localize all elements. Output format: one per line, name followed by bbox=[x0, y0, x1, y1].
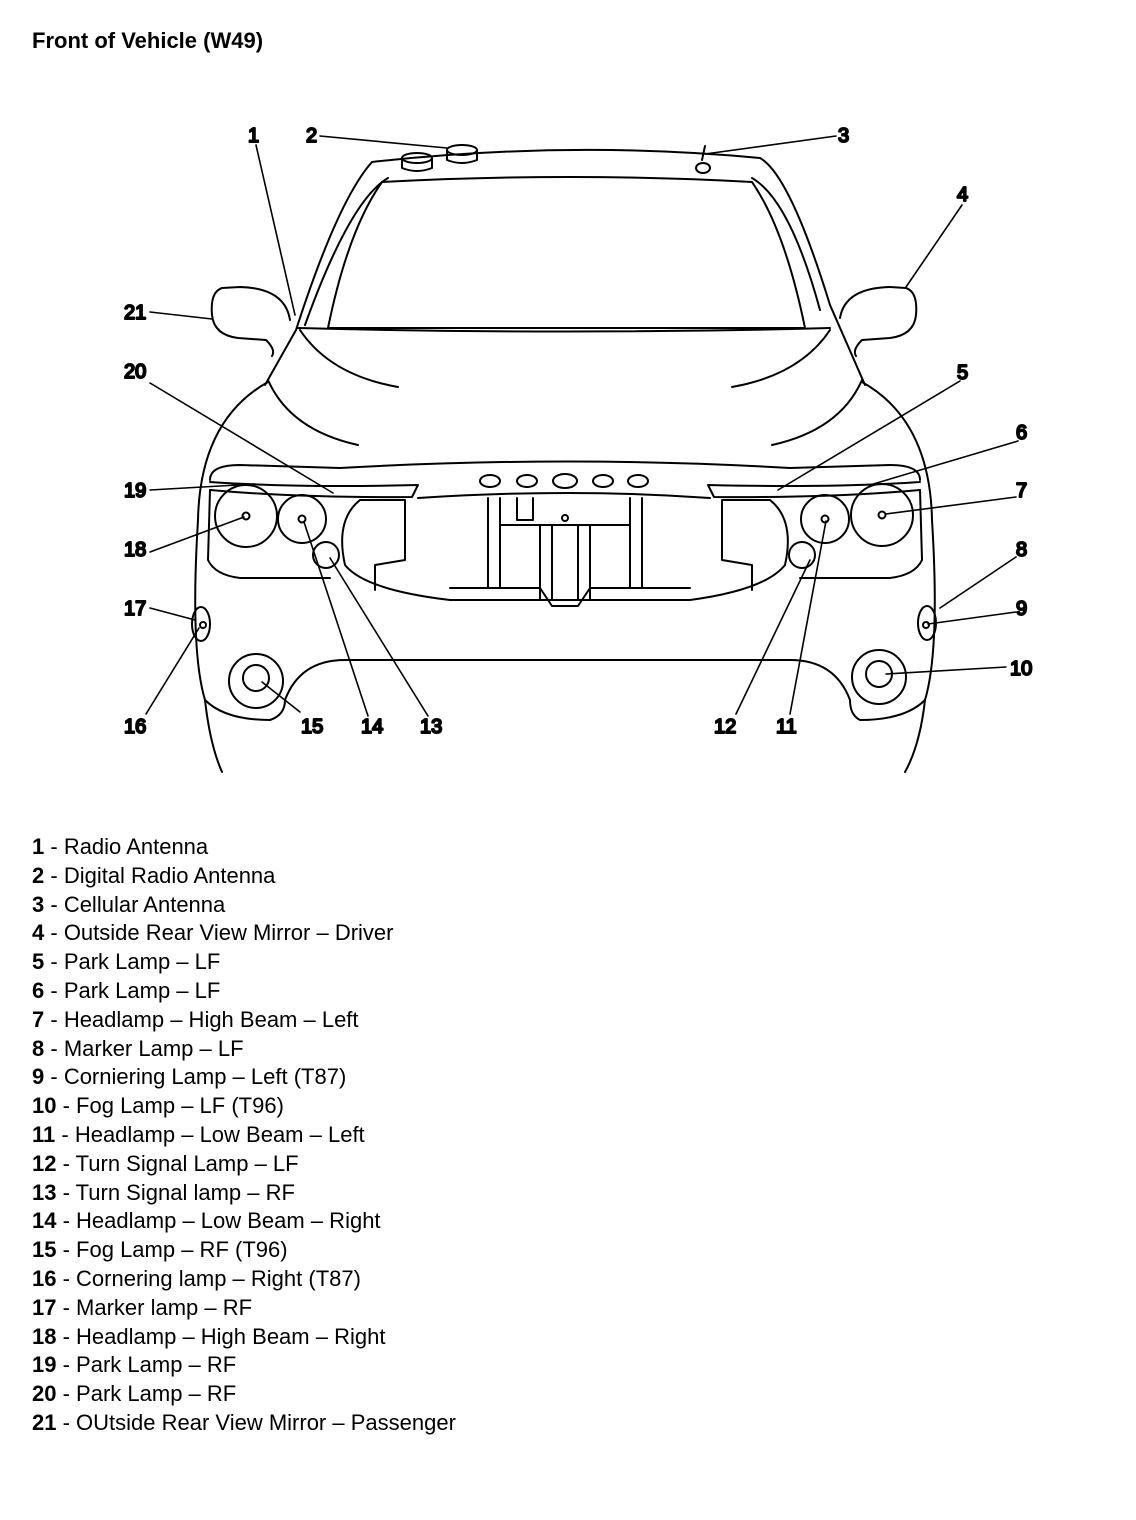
legend-item: 18 - Headlamp – High Beam – Right bbox=[32, 1323, 386, 1349]
headlamp-low-beam-left bbox=[800, 494, 850, 544]
callout-1: 1 bbox=[248, 125, 259, 147]
component-legend: 1 - Radio Antenna 2 - Digital Radio Ante… bbox=[32, 833, 456, 1438]
leader-lines bbox=[145, 135, 1019, 717]
callout-labels: 1 2 3 4 5 6 7 8 9 10 11 12 13 14 15 16 1… bbox=[123, 124, 1033, 739]
callout-5: 5 bbox=[957, 362, 968, 384]
legend-item: 15 - Fog Lamp – RF (T96) bbox=[32, 1237, 288, 1263]
legend-item: 17 - Marker lamp – RF bbox=[32, 1294, 253, 1320]
hood-right-lower bbox=[771, 379, 863, 446]
callout-17: 17 bbox=[124, 598, 146, 620]
callout-2: 2 bbox=[306, 125, 317, 147]
callout-6: 6 bbox=[1016, 422, 1027, 444]
lower-bumper bbox=[284, 659, 851, 701]
digital-radio-antenna bbox=[401, 144, 478, 172]
callout-4: 4 bbox=[957, 184, 968, 206]
legend-item: 3 - Cellular Antenna bbox=[32, 891, 226, 917]
upper-bumper bbox=[209, 460, 921, 481]
passenger-mirror bbox=[210, 286, 291, 357]
legend-item: 20 - Park Lamp – RF bbox=[32, 1381, 237, 1407]
legend-item: 6 - Park Lamp – LF bbox=[32, 977, 221, 1003]
legend-item: 8 - Marker Lamp – LF bbox=[32, 1035, 244, 1061]
legend-item: 2 - Digital Radio Antenna bbox=[32, 862, 276, 888]
callout-11: 11 bbox=[776, 716, 797, 738]
callout-7: 7 bbox=[1016, 480, 1027, 502]
legend-item: 11 - Headlamp – Low Beam – Left bbox=[32, 1121, 365, 1147]
legend-item: 1 - Radio Antenna bbox=[32, 834, 209, 859]
legend-item: 21 - OUtside Rear View Mirror – Passenge… bbox=[32, 1409, 456, 1435]
grille-inner-left bbox=[721, 499, 771, 591]
legend-item: 9 - Corniering Lamp – Left (T87) bbox=[32, 1064, 347, 1090]
right-headlamp-housing bbox=[207, 489, 331, 579]
legend-item: 4 - Outside Rear View Mirror – Driver bbox=[32, 920, 394, 946]
callout-10: 10 bbox=[1010, 658, 1032, 680]
grille-top bbox=[417, 492, 711, 499]
callout-8: 8 bbox=[1016, 539, 1027, 561]
lower-bumper-right-side bbox=[204, 699, 286, 721]
headlamp-high-beam-right bbox=[214, 484, 278, 548]
hood-vents bbox=[479, 473, 649, 489]
left-fender bbox=[194, 381, 269, 773]
hood-left-crease bbox=[299, 329, 399, 388]
lower-bumper-left-side bbox=[849, 699, 926, 721]
callout-9: 9 bbox=[1016, 598, 1027, 620]
legend-item: 14 - Headlamp – Low Beam – Right bbox=[32, 1208, 381, 1234]
hood-right-crease bbox=[731, 329, 831, 388]
grille-opening bbox=[341, 499, 789, 601]
headlamp-low-beam-right bbox=[277, 494, 327, 544]
legend-item: 16 - Cornering lamp – Right (T87) bbox=[32, 1265, 361, 1291]
left-headlamp-housing bbox=[799, 489, 923, 579]
callout-13: 13 bbox=[420, 716, 442, 738]
park-lamp-strip-right bbox=[209, 481, 419, 499]
left-a-pillar bbox=[264, 161, 373, 386]
legend-item: 5 - Park Lamp – LF bbox=[32, 949, 221, 975]
legend-item: 10 - Fog Lamp – LF (T96) bbox=[32, 1093, 284, 1119]
headlamp-high-beam-left bbox=[850, 483, 914, 547]
right-a-pillar-inner bbox=[751, 177, 821, 311]
cellular-antenna bbox=[695, 145, 711, 174]
legend-item: 19 - Park Lamp – RF bbox=[32, 1352, 237, 1378]
cowl-line bbox=[297, 327, 831, 333]
turn-signal-lamp-rf bbox=[312, 541, 340, 569]
callout-15: 15 bbox=[301, 716, 323, 738]
radiator-frame bbox=[487, 497, 643, 601]
callout-3: 3 bbox=[838, 125, 849, 147]
legend-item: 7 - Headlamp – High Beam – Left bbox=[32, 1006, 359, 1032]
driver-mirror bbox=[839, 286, 918, 357]
callout-14: 14 bbox=[361, 716, 383, 738]
hood-left-lower bbox=[267, 379, 359, 446]
legend-item: 13 - Turn Signal lamp – RF bbox=[32, 1179, 295, 1205]
turn-signal-lamp-lf bbox=[788, 541, 816, 569]
right-fender bbox=[861, 381, 936, 773]
radiator-base bbox=[449, 587, 691, 607]
vehicle-front-diagram: 1 2 3 4 5 6 7 8 9 10 11 12 13 14 15 16 1… bbox=[123, 124, 1033, 773]
marker-lamp-rf bbox=[191, 606, 211, 642]
right-a-pillar bbox=[759, 157, 866, 386]
callout-12: 12 bbox=[714, 716, 736, 738]
callout-21: 21 bbox=[124, 302, 146, 324]
page-title: Front of Vehicle (W49) bbox=[32, 28, 264, 53]
fog-lamp-rf bbox=[228, 653, 284, 709]
fog-lamp-lf bbox=[851, 649, 907, 705]
callout-16: 16 bbox=[124, 716, 146, 738]
grille-inner-right bbox=[359, 499, 406, 591]
windshield bbox=[327, 176, 806, 329]
callout-18: 18 bbox=[124, 539, 146, 561]
callout-20: 20 bbox=[124, 361, 146, 383]
legend-item: 12 - Turn Signal Lamp – LF bbox=[32, 1150, 299, 1176]
callout-19: 19 bbox=[124, 480, 146, 502]
